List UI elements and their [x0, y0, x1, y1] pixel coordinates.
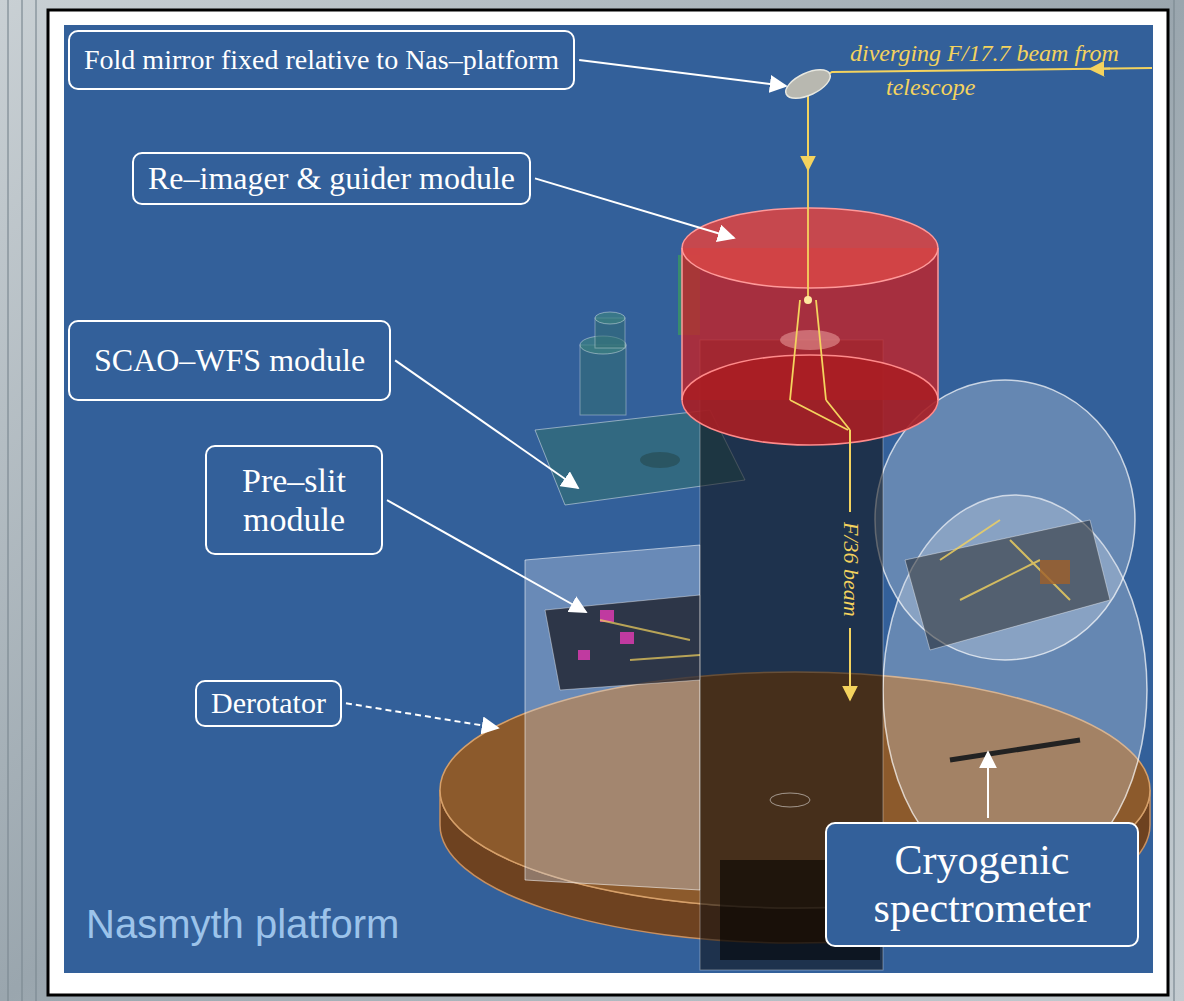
grating-symbol — [1040, 560, 1070, 584]
leader-line — [535, 178, 734, 238]
callout-box: Cryogenic spectrometer — [825, 822, 1139, 947]
callout-text: Pre–slit module — [219, 461, 369, 539]
callout-box: Fold mirror fixed relative to Nas–platfo… — [68, 30, 575, 90]
optic-mount — [620, 632, 634, 644]
wfs-camera — [580, 345, 626, 415]
wfs-lens — [640, 452, 680, 468]
beam-label: F/36 beam — [838, 522, 864, 617]
beam-arrow — [1090, 68, 1110, 70]
callout-text: SCAO–WFS module — [94, 342, 365, 379]
callout-box: Re–imager & guider module — [132, 152, 531, 205]
photo-detail — [8, 0, 1174, 1001]
reimager-top — [682, 208, 938, 288]
leader-line — [346, 703, 498, 728]
beam-label: diverging F/17.7 beam from telescope — [850, 36, 1150, 104]
preslit-beam — [600, 620, 700, 660]
beam-arrow — [807, 95, 809, 170]
spectrometer-beams — [940, 520, 1070, 600]
figure-ground — [64, 25, 1153, 973]
callout-text: Fold mirror fixed relative to Nas–platfo… — [84, 44, 559, 76]
reimager-lens — [780, 330, 840, 350]
platform-label: Nasmyth platform — [86, 902, 399, 947]
telescope-beam — [818, 68, 1152, 80]
spectrometer-rail — [950, 740, 1080, 760]
callout-text: Cryogenic spectrometer — [837, 836, 1127, 933]
column-port — [770, 793, 810, 807]
f36-beam — [849, 430, 851, 512]
reimager-beam — [790, 170, 850, 430]
leader-line — [579, 60, 786, 86]
leader-line — [987, 752, 989, 818]
leader-line — [395, 360, 578, 488]
leader-line — [387, 500, 586, 612]
fold-mirror — [782, 64, 835, 104]
callout-text: Derotator — [211, 686, 326, 721]
callout-box: Derotator — [195, 680, 342, 727]
f36-beam — [849, 628, 851, 700]
figure-frame — [48, 10, 1168, 995]
focus-dot — [804, 296, 812, 304]
preslit-housing — [525, 545, 700, 890]
callout-box: Pre–slit module — [205, 445, 383, 555]
spectrometer-bench — [905, 520, 1110, 650]
reimager-bottom — [682, 355, 938, 445]
callout-text: Re–imager & guider module — [148, 160, 515, 197]
reimager-outline — [682, 248, 938, 400]
callout-box: SCAO–WFS module — [68, 320, 391, 401]
preslit-bench — [545, 595, 700, 690]
optic-mount — [578, 650, 590, 660]
wfs-camera-top — [595, 312, 625, 324]
